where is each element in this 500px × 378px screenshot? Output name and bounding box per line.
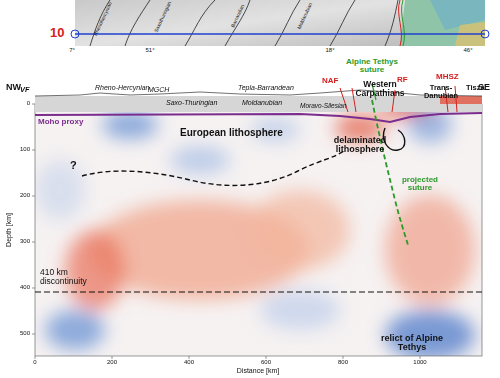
region-label: relict of Alpine Tethys — [373, 334, 451, 353]
tick-label: 200 — [20, 192, 30, 198]
unit-label: MGCH — [148, 86, 169, 93]
tick-label: 800 — [338, 359, 348, 365]
unit-label: Saxo-Thuringian — [166, 99, 217, 106]
crust-band — [35, 96, 482, 112]
lithosphere-base — [82, 150, 345, 185]
discontinuity-label: 410 km discontinuity — [40, 268, 102, 286]
projected-suture — [372, 100, 408, 245]
tomography-field — [35, 104, 482, 356]
coordinate: 18° — [325, 47, 334, 53]
coordinate: 7° — [69, 47, 75, 53]
unit-label: Moravo-Silesian — [300, 103, 347, 110]
question-mark: ? — [70, 160, 77, 172]
unit-label: Rheno-Hercynian — [95, 84, 149, 91]
unit-label: Trans-Danubian — [419, 84, 463, 100]
unit-label: Tepla-Barrandean — [238, 84, 294, 91]
fault-label: VF — [20, 86, 30, 94]
fault-label: MHSZ — [436, 73, 459, 81]
tick-label: 300 — [20, 238, 30, 244]
map-number: 10 — [50, 26, 64, 40]
axis-title: Depth [km] — [5, 213, 12, 247]
unit-label: Moldanubian — [242, 99, 282, 106]
direction: NW — [6, 83, 21, 92]
discontinuity-line — [35, 292, 482, 293]
tick-label: 500 — [20, 330, 30, 336]
tick-label: 0 — [27, 100, 30, 106]
fault-label: RF — [397, 76, 408, 84]
unit-label: Western Carpathians — [349, 80, 411, 98]
region-label: delaminated lithosphere — [324, 136, 396, 155]
coordinate: 51° — [145, 47, 154, 53]
tick-label: 1000 — [413, 359, 426, 365]
tick-label: 400 — [20, 284, 30, 290]
axis-ticks — [32, 104, 420, 359]
suture-label: Alpine Tethys suture — [337, 58, 407, 75]
location-map — [71, 0, 489, 46]
coordinate: 46° — [463, 47, 472, 53]
suture-label: projected suture — [396, 176, 444, 193]
fault-label: NAF — [322, 77, 338, 85]
tick-label: 0 — [33, 359, 36, 365]
unit-label: Tisza — [466, 84, 485, 92]
region-label: European lithosphere — [180, 128, 283, 139]
axis-title: Distance [km] — [237, 367, 279, 374]
moho-line — [35, 113, 482, 122]
tick-label: 400 — [184, 359, 194, 365]
tick-label: 100 — [20, 146, 30, 152]
moho-label: Moho proxy — [38, 118, 83, 126]
tick-label: 600 — [261, 359, 271, 365]
tick-label: 200 — [107, 359, 117, 365]
delaminated-slab — [383, 128, 404, 150]
